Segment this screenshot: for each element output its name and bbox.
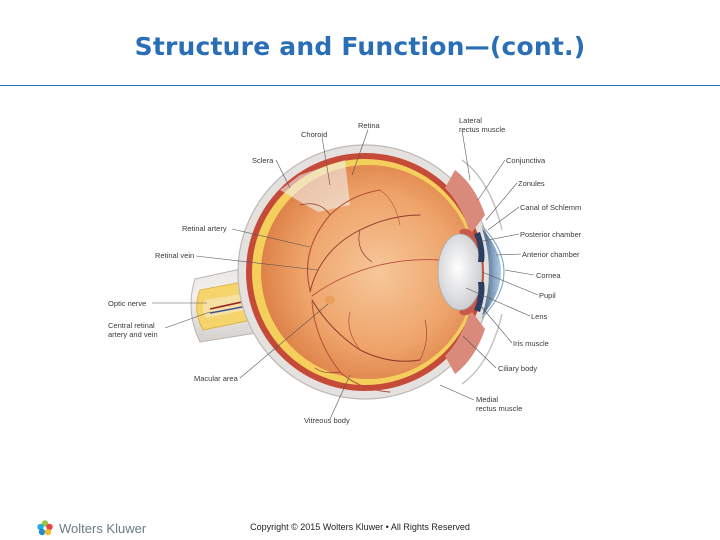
retinal-vessels-graphic bbox=[299, 189, 441, 393]
label-cornea: Cornea bbox=[536, 271, 561, 280]
label-lateral-rectus-line1: Lateral bbox=[459, 116, 482, 125]
label-macular-area: Macular area bbox=[194, 374, 238, 383]
label-retinal-vein: Retinal vein bbox=[155, 251, 195, 260]
label-central-retinal-line1: Central retinal bbox=[108, 321, 155, 330]
label-canal-of-schlemm: Canal of Schlemm bbox=[520, 203, 582, 212]
iris-graphic bbox=[474, 232, 485, 262]
label-retina: Retina bbox=[358, 121, 380, 130]
wolters-kluwer-logo-icon bbox=[37, 520, 53, 536]
label-iris-muscle: Iris muscle bbox=[513, 339, 549, 348]
label-medial-rectus-line2: rectus muscle bbox=[476, 404, 523, 413]
label-lateral-rectus-line2: rectus muscle bbox=[459, 125, 506, 134]
label-central-retinal-line2: artery and vein bbox=[108, 330, 158, 339]
title-divider bbox=[0, 85, 720, 86]
label-vitreous-body: Vitreous body bbox=[304, 416, 350, 425]
label-lens: Lens bbox=[531, 312, 548, 321]
medial-rectus-graphic bbox=[445, 309, 485, 374]
label-anterior-chamber: Anterior chamber bbox=[522, 250, 580, 259]
slide-title: Structure and Function—(cont.) bbox=[134, 32, 586, 61]
label-choroid: Choroid bbox=[301, 130, 328, 139]
copyright-notice: Copyright © 2015 Wolters Kluwer • All Ri… bbox=[250, 522, 470, 532]
vitreous-body-graphic bbox=[261, 165, 475, 379]
lateral-rectus-graphic bbox=[445, 170, 485, 235]
lens-graphic bbox=[437, 233, 483, 311]
label-posterior-chamber: Posterior chamber bbox=[520, 230, 582, 239]
label-zonules: Zonules bbox=[518, 179, 545, 188]
label-pupil: Pupil bbox=[539, 291, 556, 300]
label-ciliary-body: Ciliary body bbox=[498, 364, 538, 373]
label-sclera: Sclera bbox=[252, 156, 274, 165]
cornea-graphic bbox=[482, 228, 501, 316]
leader-lines bbox=[152, 129, 539, 420]
publisher-logo: Wolters Kluwer bbox=[36, 519, 146, 537]
label-retinal-artery: Retinal artery bbox=[182, 224, 227, 233]
label-medial-rectus-line1: Medial bbox=[476, 395, 499, 404]
label-optic-nerve: Optic nerve bbox=[108, 299, 147, 308]
macular-area-graphic bbox=[325, 296, 335, 304]
logo-text: Wolters Kluwer bbox=[59, 520, 147, 536]
label-conjunctiva: Conjunctiva bbox=[506, 156, 546, 165]
